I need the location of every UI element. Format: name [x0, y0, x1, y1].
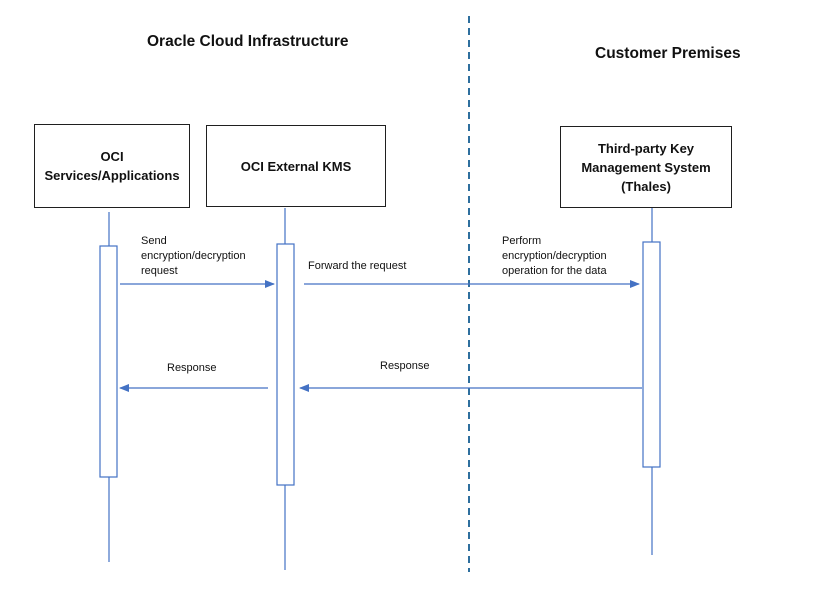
region-title-customer: Customer Premises [595, 45, 741, 62]
activation-bar-oci-services [99, 245, 118, 478]
message-label-response-to-kms: Response [380, 360, 430, 372]
message-label-response-to-services: Response [167, 362, 217, 374]
actor-label-third-party-kms: Third-party Key Management System (Thale… [581, 140, 711, 194]
region-title-oci: Oracle Cloud Infrastructure [147, 33, 349, 50]
message-label-send-request: Send encryption/decryption request [141, 235, 246, 277]
message-label-forward-request: Forward the request [308, 260, 407, 272]
actor-box-oci-kms: OCI External KMS [206, 125, 386, 207]
actor-box-oci-services: OCI Services/Applications [34, 124, 190, 208]
message-label-perform-operation: Perform encryption/decryption operation … [502, 235, 607, 277]
actor-box-third-party-kms: Third-party Key Management System (Thale… [560, 126, 732, 208]
actor-label-oci-kms: OCI External KMS [240, 158, 352, 174]
actor-label-oci-services: OCI Services/Applications [44, 149, 180, 183]
activation-bar-oci-kms [276, 243, 295, 486]
activation-bar-third-party-kms [642, 241, 661, 468]
